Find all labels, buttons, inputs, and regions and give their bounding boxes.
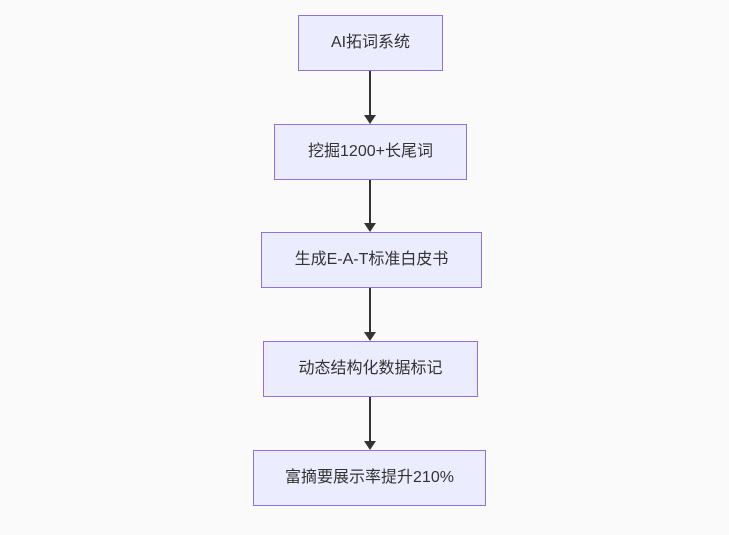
flow-node-rich-snippet-result: 富摘要展示率提升210% <box>253 450 486 506</box>
flow-node-structured-data-markup: 动态结构化数据标记 <box>263 341 478 397</box>
flow-node-ai-word-expansion: AI拓词系统 <box>298 15 443 71</box>
arrow-line <box>369 71 371 115</box>
arrowhead-down-icon <box>364 332 376 341</box>
arrow-line <box>369 288 371 332</box>
flow-edge-4 <box>364 397 376 450</box>
arrowhead-down-icon <box>364 115 376 124</box>
arrow-line <box>369 180 371 223</box>
arrowhead-down-icon <box>364 441 376 450</box>
flow-node-label: 生成E-A-T标准白皮书 <box>294 251 449 269</box>
flow-node-label: 富摘要展示率提升210% <box>285 469 454 487</box>
flow-edge-3 <box>364 288 376 341</box>
flow-node-eat-whitepaper: 生成E-A-T标准白皮书 <box>261 232 482 288</box>
flow-node-longtail-mining: 挖掘1200+长尾词 <box>274 124 467 180</box>
flow-node-label: 挖掘1200+长尾词 <box>308 143 433 161</box>
arrowhead-down-icon <box>364 223 376 232</box>
flow-edge-2 <box>364 180 376 232</box>
flow-node-label: 动态结构化数据标记 <box>298 360 443 378</box>
arrow-line <box>369 397 371 441</box>
flow-node-label: AI拓词系统 <box>330 34 411 52</box>
flow-edge-1 <box>364 71 376 124</box>
